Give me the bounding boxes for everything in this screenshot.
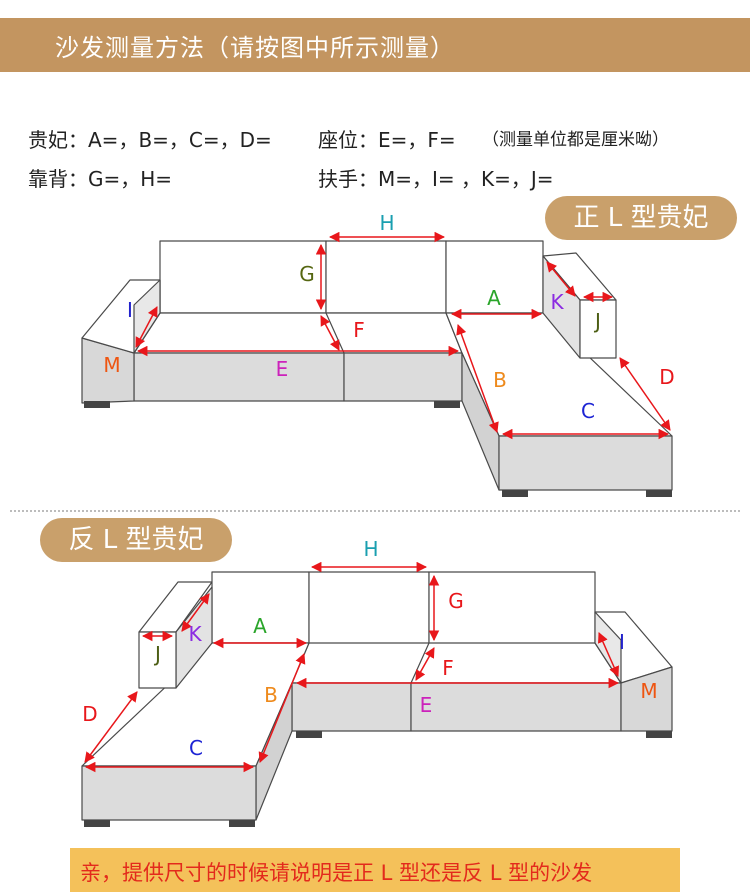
label-I: I: [619, 630, 625, 654]
label-F: F: [353, 318, 365, 342]
section-divider: [10, 510, 740, 512]
diagram-right-l-sofa: [81, 240, 673, 497]
measure-labels-right-l: H G F E A B C D K J I M: [103, 211, 674, 423]
footer-banner: 亲，提供尺寸的时候请说明是正 L 型还是反 L 型的沙发: [70, 848, 680, 892]
footer-note: 亲，提供尺寸的时候请说明是正 L 型还是反 L 型的沙发: [80, 861, 593, 885]
label-F: F: [442, 656, 454, 680]
header-bar: 沙发测量方法（请按图中所示测量）: [0, 18, 750, 72]
label-G: G: [448, 589, 464, 613]
badge-right-l-chaise: 正 L 型贵妃: [545, 196, 737, 240]
measure-arrows-left-l: [84, 561, 620, 773]
badge-left-l-chaise: 反 L 型贵妃: [40, 518, 232, 562]
label-I: I: [127, 298, 133, 322]
label-H: H: [379, 211, 394, 235]
info-unit-note: （测量单位都是厘米呦）: [482, 130, 669, 150]
label-E: E: [420, 693, 433, 717]
label-J: J: [153, 642, 161, 666]
label-K: K: [550, 290, 564, 314]
measure-arrows-right-l: [135, 231, 671, 440]
label-K: K: [188, 622, 202, 646]
label-M: M: [103, 353, 120, 377]
label-B: B: [493, 368, 507, 392]
label-D: D: [659, 365, 674, 389]
label-C: C: [189, 736, 203, 760]
label-J: J: [593, 309, 601, 333]
label-D: D: [82, 702, 97, 726]
info-armrest-dimensions: 扶手：M=，I= ，K=，J=: [318, 167, 554, 191]
label-A: A: [253, 614, 267, 638]
label-M: M: [640, 679, 657, 703]
measure-labels-left-l: H G F E A B C D K J I M: [82, 537, 657, 760]
diagram-left-l-sofa: [81, 571, 673, 827]
info-chaise-dimensions: 贵妃：A=，B=，C=，D=: [28, 128, 272, 152]
info-seat-dimensions: 座位：E=，F=: [318, 128, 456, 152]
label-E: E: [276, 357, 289, 381]
info-backrest-dimensions: 靠背：G=，H=: [28, 167, 173, 191]
label-G: G: [299, 262, 315, 286]
page-title: 沙发测量方法（请按图中所示测量）: [55, 34, 455, 62]
label-B: B: [264, 683, 278, 707]
label-A: A: [487, 286, 501, 310]
label-C: C: [581, 399, 595, 423]
label-H: H: [363, 537, 378, 561]
